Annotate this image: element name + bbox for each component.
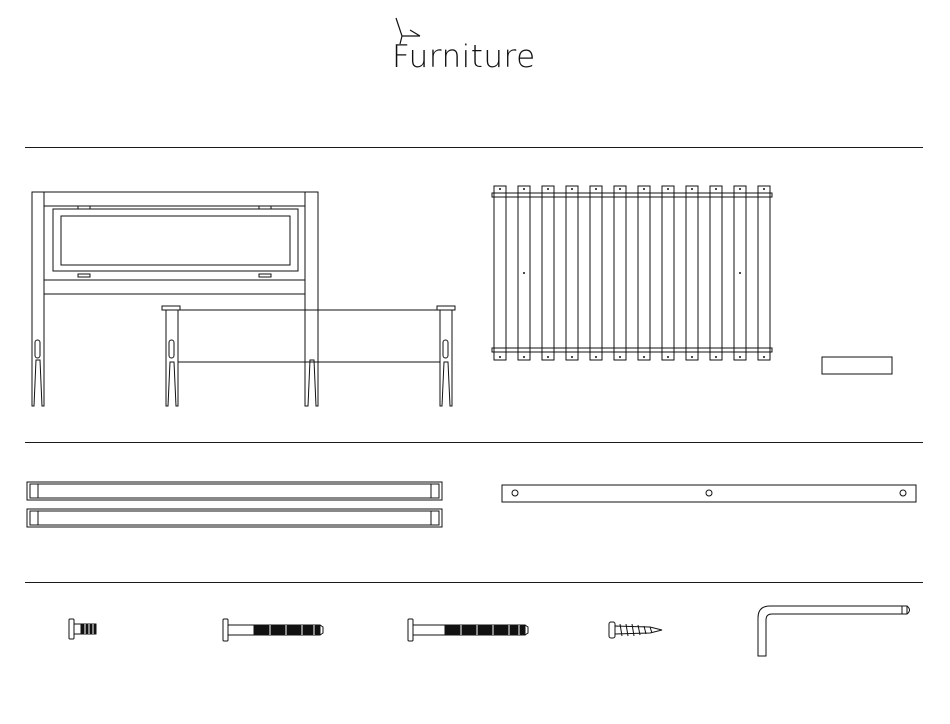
side-rail <box>27 509 442 527</box>
wood-screw <box>609 622 662 638</box>
side-rail <box>27 482 442 500</box>
center-support-label-box <box>822 357 892 374</box>
long-bolt <box>408 619 528 641</box>
medium-bolt <box>223 619 323 641</box>
allen-key <box>758 606 910 656</box>
slat-roll <box>492 186 772 360</box>
center-support-beam <box>502 485 916 502</box>
short-bolt <box>69 619 96 639</box>
